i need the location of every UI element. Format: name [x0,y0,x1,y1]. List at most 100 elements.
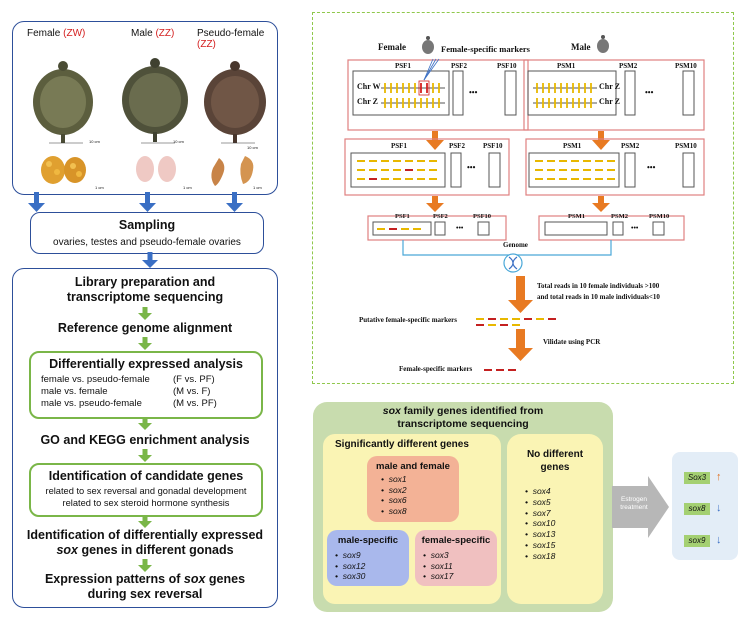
de-row-1: female vs. pseudo-female (F vs. PF) [41,374,215,385]
specimen-images [33,58,266,186]
result-gene-sox8: sox8 [684,503,710,515]
male-turtle-image [122,58,188,142]
result-gene-sox9: sox9 [684,535,710,547]
scale-label-3: 10 cm [247,145,258,150]
arrow-1 [138,307,152,320]
ellipsis-r3-male: ••• [631,224,639,232]
de-title: Differentially expressed analysis [49,357,243,371]
ellipsis-r2-female: ••• [467,163,476,172]
library-step: Library preparation and transcriptome se… [66,275,224,304]
psf1-label-r2: PSF1 [391,142,407,150]
psm1-label-r2: PSM1 [563,142,582,150]
marker-pipeline-panel: Female Female-specific markers Male PSF1… [312,12,734,384]
pseudo-ovary-image [211,156,254,186]
no-different-title: No different genes [526,449,584,473]
male-label: Male (ZZ) [131,28,175,39]
male-specific-title: male-specific [337,535,399,546]
gonad-scale-label-2: 1 cm [183,185,192,190]
psf10-label: PSF10 [497,62,517,70]
arrow-4 [138,449,152,462]
marker-pipeline-diagram [344,35,705,371]
sampling-subtitle: ovaries, testes and pseudo-female ovarie… [53,237,241,248]
psf1-label-r3: PSF1 [395,213,410,220]
male-row2-frame [525,138,705,196]
arrow-5 [138,515,152,528]
pseudo-female-label: Pseudo-female (ZZ) [197,28,265,50]
female-label: Female (ZW) [27,28,86,39]
go-kegg-step: GO and KEGG enrichment analysis [40,433,250,447]
expression-step: Expression patterns of sox genes during … [44,572,246,601]
female-title: Female [378,42,406,52]
workflow-box: Library preparation and transcriptome se… [12,268,278,608]
scale-label-2: 10 cm [173,139,184,144]
estrogen-label: Estrogen treatment [620,496,648,511]
candidate-row-1: related to sex reversal and gonadal deve… [45,486,247,496]
psm10-label-r2: PSM10 [675,142,697,150]
estrogen-treatment-arrow [612,476,669,538]
female-turtle-icon [422,36,434,54]
candidate-genes-box: Identification of candidate genes relate… [29,463,263,517]
psm10-label-r3: PSM10 [649,213,670,220]
psm1-box [527,70,617,116]
psf10-box [504,70,517,116]
psm1-label-r3: PSM1 [568,213,585,220]
female-specific-box: female-specific • sox3 • sox11 • sox17 [415,530,497,586]
down-arrow-icon: ↓ [716,534,722,546]
no-different-list: • sox4 • sox5 • sox7 • sox10 • sox13 • s… [525,486,556,561]
ovary-image [41,156,86,184]
psf10-label-r3: PSF10 [473,213,492,220]
psf1-box [352,70,450,116]
female-turtle-image [33,61,93,143]
gonad-scale-label-1: 1 cm [95,185,104,190]
psm1-label: PSM1 [557,62,576,70]
no-different-genes-box: No different genes • sox4 • sox5 • sox7 … [507,434,603,604]
result-gene-sox3: Sox3 [684,472,710,484]
female-row2-frame [344,138,510,196]
psf2-label-r2: PSF2 [449,142,465,150]
putative-markers-label: Putative female-specific markers [359,316,457,324]
chr-z-label-female: Chr Z [357,97,378,106]
psm2-label-r3: PSM2 [611,213,628,220]
ellipsis-r1-female: ••• [469,88,478,97]
psm10-box [682,70,695,116]
arrow-6 [138,559,152,572]
criteria-text: Total reads in 10 female individuals >10… [537,282,660,301]
significant-title: Significantly different genes [335,439,469,450]
female-specific-title: female-specific [421,535,491,546]
psf2-label-r3: PSF2 [433,213,448,220]
de-analysis-box: Differentially expressed analysis female… [29,351,263,419]
chr-w-label: Chr W [357,82,381,91]
psf2-label: PSF2 [451,62,467,70]
sampling-title: Sampling [118,218,176,232]
sampling-arrow [142,252,158,268]
de-row-3: male vs. pseudo-female (M vs. PF) [41,398,217,409]
sox-panel-title: sox family genes identified from transcr… [382,405,544,430]
significant-genes-box: Significantly different genes male and f… [323,434,501,604]
specimen-panel: Female (ZW) Male (ZZ) Pseudo-female (ZZ) [12,21,278,195]
male-female-title: male and female [376,461,450,472]
psf2-box [452,70,464,116]
chr-z-label-male-1: Chr Z [599,82,620,91]
scale-label-1: 10 cm [89,139,100,144]
sampling-box: Sampling ovaries, testes and pseudo-fema… [30,212,264,254]
sox-family-panel: sox family genes identified from transcr… [313,402,613,612]
up-arrow-icon: ↑ [716,471,722,483]
male-turtle-icon [597,35,609,53]
chr-z-label-male-2: Chr Z [599,97,620,106]
genome-label: Genome [503,241,528,249]
arrow-2 [138,337,152,350]
male-row1-frame [523,59,705,131]
psm2-label: PSM2 [619,62,638,70]
male-title: Male [571,42,591,52]
psm10-label: PSM10 [675,62,697,70]
male-specific-list: • sox9 • sox12 • sox30 [335,550,366,581]
down-arrow-icon: ↓ [716,502,722,514]
gonad-scale-label-3: 1 cm [253,185,262,190]
psf10-label-r2: PSF10 [483,142,503,150]
psm2-box [624,70,636,116]
candidate-row-2: related to sex steroid hormone synthesis [62,498,230,508]
ellipsis-r3-female: ••• [456,224,464,232]
identification-step: Identification of differentially express… [26,528,264,557]
de-row-2: male vs. female (M vs. F) [41,386,211,397]
pseudo-female-turtle-image [204,61,266,143]
